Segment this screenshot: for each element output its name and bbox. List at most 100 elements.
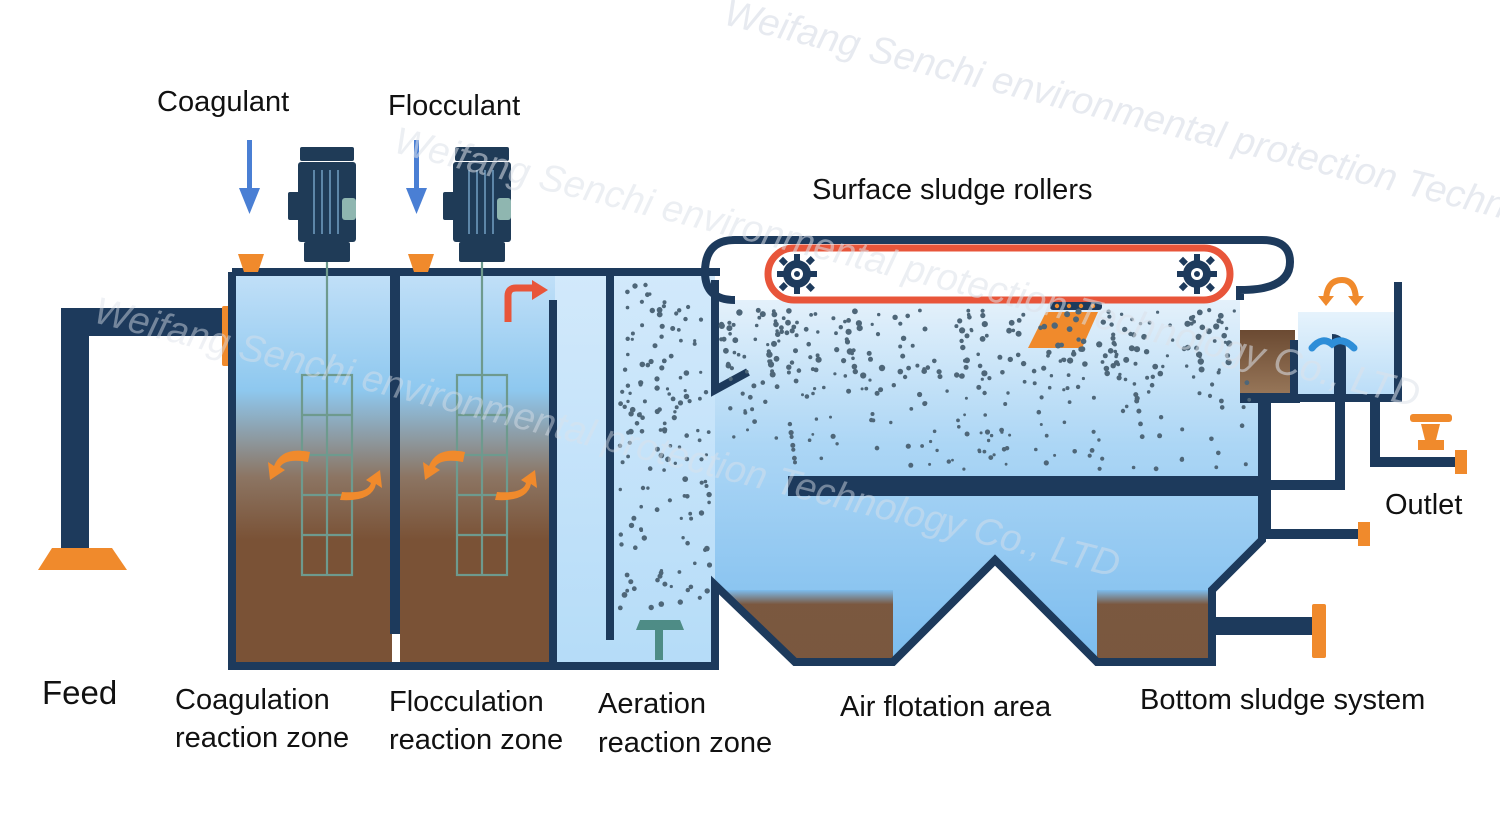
air-bubble: [620, 460, 625, 465]
air-bubble: [946, 459, 951, 464]
air-bubble: [1131, 332, 1137, 338]
sludge-roller-left: [777, 254, 817, 294]
air-bubble: [1067, 400, 1072, 404]
air-bubble: [1055, 342, 1062, 349]
air-bubble: [963, 413, 966, 417]
overflow-arrows-icon: [1318, 276, 1364, 306]
air-bubble: [766, 351, 773, 358]
air-bubble: [703, 390, 709, 395]
air-bubble: [844, 337, 849, 342]
air-bubble: [693, 561, 697, 566]
scum-flange: [1358, 522, 1370, 546]
air-bubble: [1091, 395, 1096, 400]
air-bubble: [665, 387, 670, 391]
air-bubble: [1168, 323, 1172, 328]
air-bubble: [773, 321, 779, 328]
air-bubble: [621, 592, 628, 598]
air-bubble: [1219, 405, 1225, 410]
air-bubble: [1043, 460, 1049, 466]
air-bubble: [977, 363, 983, 369]
aeration-zone: [555, 272, 715, 666]
air-bubble: [619, 542, 624, 547]
flocculation-zone-label-line1: Flocculation: [389, 686, 544, 718]
air-bubble: [1111, 340, 1117, 346]
coagulant-arrow-icon: [239, 140, 260, 214]
air-bubble: [685, 540, 690, 546]
air-bubble: [674, 311, 679, 316]
air-bubble: [674, 405, 679, 410]
air-bubble: [1138, 421, 1143, 427]
air-flotation-area-label: Air flotation area: [840, 691, 1052, 723]
air-bubble: [956, 418, 960, 423]
air-bubble: [759, 311, 766, 318]
air-bubble: [967, 315, 972, 320]
air-bubble: [732, 350, 737, 355]
air-bubble: [1004, 462, 1008, 466]
air-bubble: [659, 334, 664, 339]
air-bubble: [1039, 395, 1044, 400]
flocculation-zone-label-line2: reaction zone: [389, 724, 564, 756]
air-bubble: [1224, 353, 1231, 359]
air-bubble: [1067, 357, 1074, 364]
air-bubble: [686, 304, 691, 310]
air-bubble: [788, 430, 794, 436]
air-bubble: [977, 448, 981, 453]
air-bubble: [751, 383, 757, 389]
air-bubble: [937, 374, 943, 380]
air-bubble: [1116, 375, 1122, 381]
air-bubble: [677, 400, 684, 406]
air-bubble: [1021, 312, 1026, 317]
air-bubble: [1006, 327, 1012, 334]
air-bubble: [801, 393, 804, 397]
air-bubble: [1195, 333, 1202, 340]
air-bubble: [631, 515, 637, 521]
air-bubble: [1191, 375, 1196, 379]
air-bubble: [626, 430, 631, 435]
air-bubble: [980, 377, 984, 381]
air-bubble: [864, 386, 869, 391]
air-bubble: [1213, 323, 1220, 330]
air-bubble: [796, 368, 802, 373]
air-bubble: [771, 340, 777, 347]
air-bubble: [706, 491, 712, 498]
air-bubble: [878, 387, 884, 393]
air-bubble: [807, 438, 812, 443]
air-bubble: [1157, 370, 1164, 377]
air-bubble: [1217, 368, 1221, 372]
air-bubble: [725, 362, 732, 369]
air-bubble: [1118, 372, 1122, 377]
air-bubble: [693, 339, 697, 343]
air-bubble: [638, 382, 643, 387]
air-bubble: [1134, 398, 1140, 404]
air-bubble: [617, 443, 623, 448]
air-bubble: [811, 433, 815, 436]
air-bubble: [980, 308, 985, 313]
air-bubble: [699, 370, 703, 374]
air-bubble: [906, 365, 911, 371]
air-bubble: [1225, 359, 1232, 366]
air-bubble: [1036, 409, 1042, 415]
air-bubble: [986, 438, 991, 443]
air-bubble: [792, 455, 797, 461]
air-bubble: [661, 358, 667, 364]
air-bubble: [1189, 321, 1194, 326]
air-bubble: [1247, 397, 1252, 402]
air-bubble: [1123, 377, 1128, 382]
air-bubble: [747, 394, 753, 400]
air-bubble: [1022, 379, 1027, 384]
air-bubble: [815, 356, 822, 363]
air-bubble: [843, 374, 848, 378]
air-bubble: [655, 577, 660, 583]
air-bubble: [1184, 320, 1191, 327]
air-bubble: [902, 374, 908, 380]
air-bubble: [1015, 352, 1021, 358]
air-bubble: [789, 328, 795, 334]
air-bubble: [703, 479, 708, 484]
air-bubble: [777, 339, 781, 343]
air-bubble: [936, 369, 942, 375]
air-bubble: [1207, 393, 1213, 398]
coagulation-zone-label-line2: reaction zone: [175, 722, 350, 754]
air-bubble: [731, 322, 736, 327]
air-bubble: [706, 430, 711, 434]
coagulation-zone: [232, 272, 392, 666]
